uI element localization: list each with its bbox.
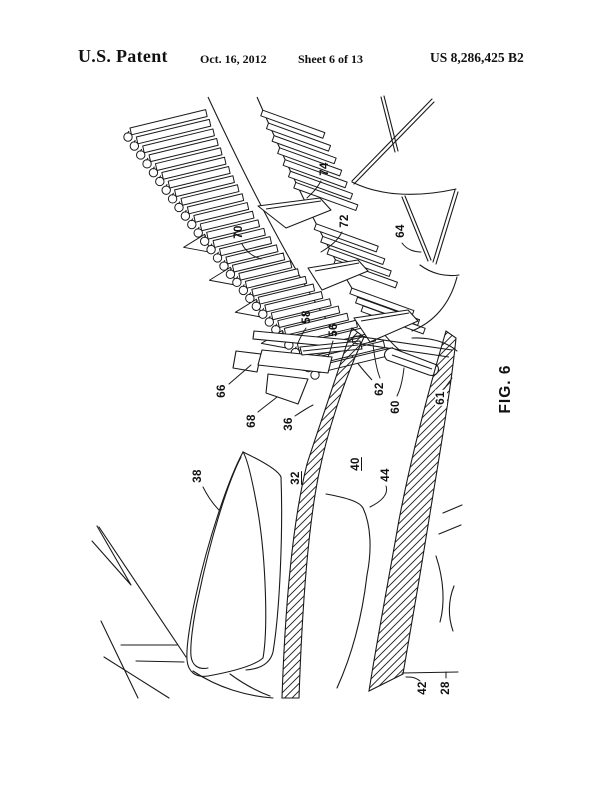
ref-numeral-74: 74 [319, 162, 331, 176]
patent-header-date: Oct. 16, 2012 [200, 52, 267, 66]
duct-detail [325, 493, 463, 689]
spinner-lines [91, 525, 187, 699]
leader-38 [202, 486, 220, 511]
leader-36 [294, 404, 314, 417]
ref-numeral-28: 28 [440, 681, 452, 695]
ref-numeral-42: 42 [417, 681, 429, 695]
ref-numeral-32: 32 [290, 471, 302, 485]
leader-56 [327, 340, 334, 358]
vane-wedges [257, 197, 419, 343]
ref-numeral-36: 36 [283, 417, 295, 431]
leader-74 [306, 180, 322, 199]
leader-60 [396, 367, 405, 397]
leader-70 [241, 243, 262, 260]
ref-numeral-40: 40 [350, 457, 362, 471]
flap-68 [265, 373, 309, 405]
shaft-wall-61 [368, 330, 457, 692]
baseline-28 [401, 671, 459, 674]
leader-58 [297, 327, 307, 344]
ref-numeral-38: 38 [192, 469, 204, 483]
figure-caption: FIG. 6 [497, 364, 514, 414]
leader-lines [202, 180, 453, 682]
hatched-walls [281, 327, 457, 699]
ref-numeral-44: 44 [380, 468, 392, 482]
ref-numeral-62: 62 [374, 382, 386, 396]
leader-61 [443, 377, 453, 390]
ref-numeral-70: 70 [233, 225, 245, 239]
ref-numeral-61: 61 [435, 390, 447, 406]
leader-44 [369, 485, 388, 508]
ref-numeral-56: 56 [328, 323, 340, 337]
leader-72 [320, 231, 343, 253]
leader-62 [372, 343, 381, 379]
wedge-mid [307, 259, 369, 291]
ref-numeral-66: 66 [216, 384, 228, 398]
patent-header-sheet: Sheet 6 of 13 [298, 52, 363, 66]
ref-numeral-60: 60 [390, 400, 402, 414]
leader-42 [405, 676, 421, 682]
ref-numeral-68: 68 [246, 414, 258, 428]
ref-numeral-58: 58 [301, 310, 313, 324]
fan-frame-struts [351, 95, 460, 352]
leader-64 [401, 242, 422, 253]
wedge-74 [257, 197, 332, 229]
ref-numeral-72: 72 [339, 214, 351, 228]
wedge-low [353, 309, 419, 343]
patent-header-number: US 8,286,425 B2 [430, 50, 524, 65]
ref-numeral-64: 64 [395, 224, 407, 238]
patent-header-title: U.S. Patent [78, 46, 168, 66]
inner-wall-32 [281, 327, 365, 699]
duct-wall-44 [325, 493, 371, 689]
stator-vane-rows [260, 109, 426, 335]
fan-blade-38 [186, 450, 283, 699]
leader-66 [228, 364, 252, 385]
leader-68 [257, 396, 278, 413]
